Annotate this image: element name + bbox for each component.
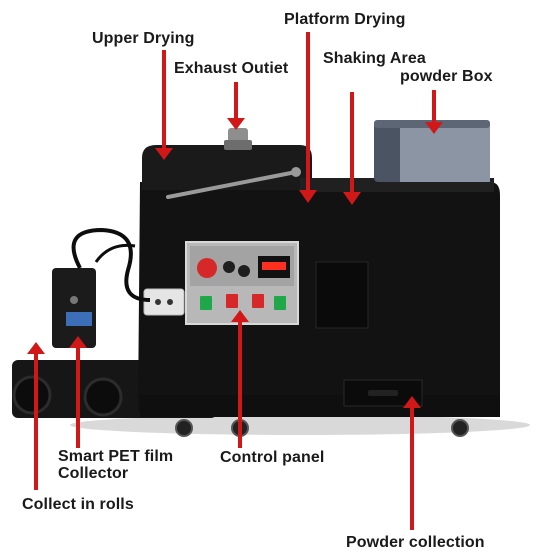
cable bbox=[71, 227, 151, 302]
label-smart-pet-line1: Smart PET film bbox=[58, 448, 174, 465]
gas-strut bbox=[166, 170, 298, 199]
arrow-smart-pet bbox=[69, 336, 87, 448]
collector-label bbox=[66, 312, 92, 326]
wheel-3 bbox=[451, 419, 469, 437]
bottom-strip bbox=[140, 395, 500, 417]
collector-motor bbox=[52, 268, 96, 348]
knob-1 bbox=[223, 261, 235, 273]
collector-knob bbox=[70, 296, 78, 304]
knob-2 bbox=[238, 265, 250, 277]
power-socket bbox=[143, 288, 185, 316]
label-smart-pet-line2: Collector bbox=[58, 465, 129, 482]
arrow-collect-rolls bbox=[27, 342, 45, 490]
label-platform-drying: Platform Drying bbox=[284, 11, 406, 28]
roller-mid bbox=[83, 377, 123, 417]
label-collect-in-rolls: Collect in rolls bbox=[22, 496, 134, 513]
arrow-platform-drying bbox=[299, 32, 317, 203]
powder-box-front bbox=[400, 126, 490, 182]
arrow-powder-collection bbox=[403, 396, 421, 530]
arrow-control-panel bbox=[231, 310, 249, 448]
side-hatch bbox=[315, 261, 369, 329]
arrow-exhaust-outlet bbox=[227, 82, 245, 130]
exhaust-ring bbox=[224, 140, 252, 150]
label-exhaust-outlet: Exhaust Outiet bbox=[174, 60, 289, 77]
arrow-shaking-area bbox=[343, 92, 361, 205]
switch-green-2 bbox=[274, 296, 286, 310]
cable-2 bbox=[94, 243, 136, 263]
roller-left bbox=[12, 375, 52, 415]
switch-red-1 bbox=[226, 294, 238, 308]
drawer-handle bbox=[368, 390, 398, 396]
arrow-upper-drying bbox=[155, 50, 173, 160]
arrow-powder-box bbox=[425, 90, 443, 134]
wheel-1 bbox=[175, 419, 193, 437]
strut-end bbox=[291, 167, 301, 177]
label-shaking-area: Shaking Area bbox=[323, 50, 426, 67]
socket-hole-2 bbox=[167, 299, 173, 305]
emergency-stop bbox=[197, 258, 217, 278]
socket-hole-1 bbox=[155, 299, 161, 305]
temp-digits bbox=[262, 262, 286, 270]
label-powder-collection: Powder collection bbox=[346, 534, 485, 551]
switch-red-2 bbox=[252, 294, 264, 308]
switch-green-1 bbox=[200, 296, 212, 310]
label-powder-box: powder Box bbox=[400, 68, 493, 85]
label-control-panel: Control panel bbox=[220, 449, 325, 466]
label-upper-drying: Upper Drying bbox=[92, 30, 195, 47]
